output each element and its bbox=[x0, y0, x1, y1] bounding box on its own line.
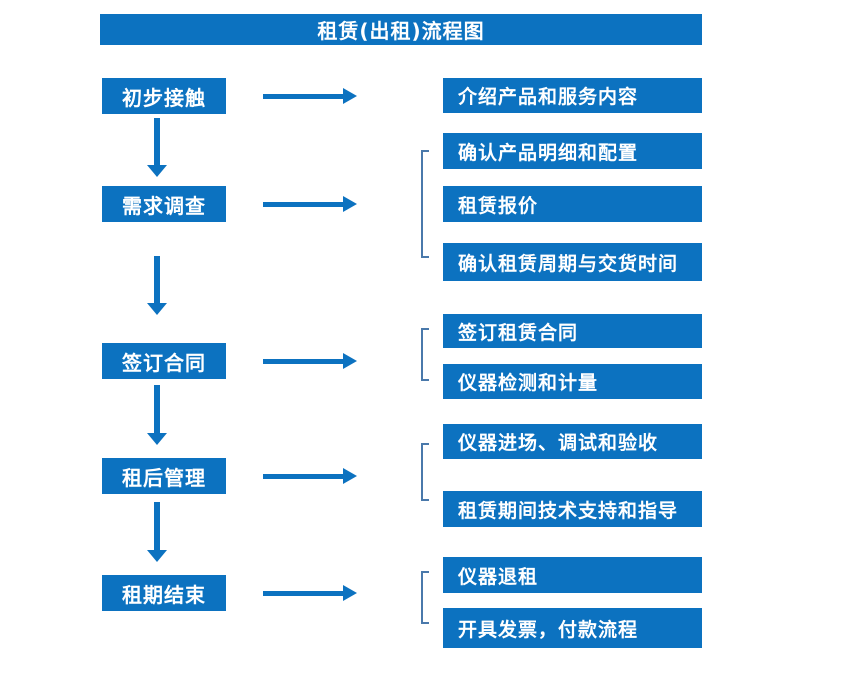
arrow-down-icon bbox=[147, 385, 167, 445]
arrow-down-icon bbox=[147, 256, 167, 315]
detail-box-instrument-return: 仪器退租 bbox=[443, 557, 702, 593]
arrow-down-icon bbox=[147, 118, 167, 177]
group-bracket-post-rental-management bbox=[421, 443, 429, 501]
arrow-right-icon bbox=[263, 353, 357, 369]
arrow-right-icon bbox=[263, 585, 357, 601]
step-node-demand-survey: 需求调查 bbox=[102, 186, 226, 222]
group-bracket-rental-end bbox=[421, 571, 429, 624]
detail-box-rental-quote: 租赁报价 bbox=[443, 186, 702, 222]
arrow-shaft bbox=[263, 359, 344, 364]
arrow-head bbox=[147, 165, 167, 177]
arrow-right-icon bbox=[263, 468, 357, 484]
step-node-post-rental-management: 租后管理 bbox=[102, 458, 226, 494]
arrow-right-icon bbox=[263, 88, 357, 104]
detail-box-confirm-product-details-config: 确认产品明细和配置 bbox=[443, 133, 702, 169]
detail-box-confirm-rental-period-delivery: 确认租赁周期与交货时间 bbox=[443, 243, 702, 281]
detail-box-invoice-payment-process: 开具发票，付款流程 bbox=[443, 608, 702, 648]
arrow-head bbox=[147, 303, 167, 315]
arrow-shaft bbox=[154, 502, 160, 550]
detail-box-sign-rental-contract: 签订租赁合同 bbox=[443, 314, 702, 348]
group-bracket-sign-contract bbox=[421, 328, 429, 381]
arrow-head bbox=[343, 353, 357, 369]
arrow-shaft bbox=[263, 591, 344, 596]
arrow-head bbox=[343, 88, 357, 104]
arrow-shaft bbox=[154, 118, 160, 165]
arrow-head bbox=[343, 585, 357, 601]
arrow-head bbox=[343, 196, 357, 212]
step-node-rental-end: 租期结束 bbox=[102, 575, 226, 611]
arrow-shaft bbox=[263, 202, 344, 207]
arrow-head bbox=[147, 550, 167, 562]
step-node-initial-contact: 初步接触 bbox=[102, 78, 226, 114]
arrow-shaft bbox=[263, 94, 344, 99]
arrow-head bbox=[147, 433, 167, 445]
detail-box-technical-support-guidance: 租赁期间技术支持和指导 bbox=[443, 491, 702, 527]
arrow-down-icon bbox=[147, 502, 167, 562]
detail-box-instrument-inspection-metering: 仪器检测和计量 bbox=[443, 364, 702, 399]
detail-box-instrument-entry-debug-acceptance: 仪器进场、调试和验收 bbox=[443, 424, 702, 459]
group-bracket-demand-survey bbox=[421, 150, 429, 258]
arrow-shaft bbox=[263, 474, 344, 479]
arrow-shaft bbox=[154, 385, 160, 433]
arrow-shaft bbox=[154, 256, 160, 303]
arrow-right-icon bbox=[263, 196, 357, 212]
arrow-head bbox=[343, 468, 357, 484]
flowchart-title: 租赁(出租)流程图 bbox=[100, 14, 702, 45]
detail-box-introduce-products-services: 介绍产品和服务内容 bbox=[443, 78, 702, 113]
step-node-sign-contract: 签订合同 bbox=[102, 343, 226, 379]
